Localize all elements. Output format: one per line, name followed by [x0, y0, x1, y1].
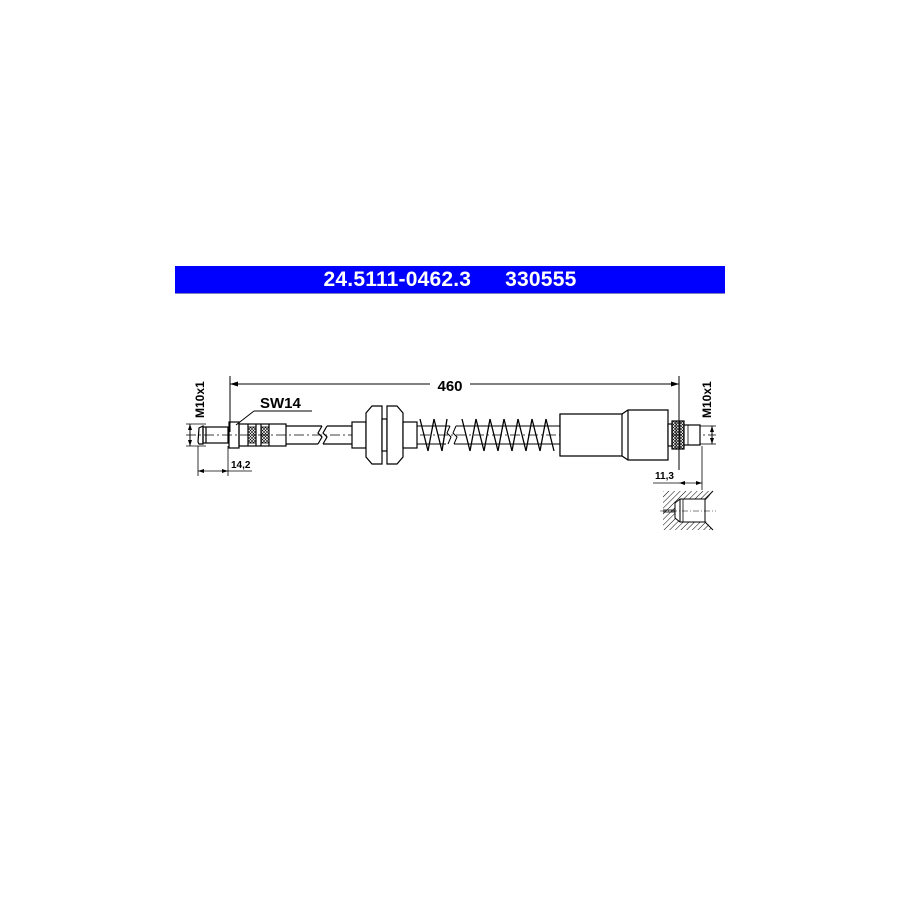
hose-bracket [351, 405, 418, 465]
arrow-left-icon [230, 381, 238, 387]
wrench-size-callout: SW14 [235, 395, 312, 426]
left-male-fitting [197, 421, 287, 449]
protective-spring [417, 414, 561, 456]
right-thread-label: M10x1 [700, 381, 714, 418]
overall-length-dimension: 460 [229, 376, 680, 470]
female-port-section-view [660, 490, 716, 531]
arrow-right-icon [671, 381, 679, 387]
part-header-banner: 24.5111-0462.3 330555 [175, 266, 725, 294]
right-fitting-length-label: 11,3 [655, 471, 674, 482]
left-thread-dimension: M10x1 [186, 381, 207, 447]
right-fitting-length-dimension: 11,3 [653, 446, 703, 490]
part-number: 24.5111-0462.3 [323, 267, 472, 291]
reference-number: 330555 [505, 267, 577, 291]
right-female-fitting [667, 420, 701, 450]
right-crimp-sleeve [559, 409, 669, 461]
right-thread-dimension: M10x1 [700, 381, 716, 445]
left-fitting-length-dimension: 14,2 [197, 446, 252, 476]
left-thread-label: M10x1 [193, 381, 207, 418]
hose-body-left [286, 425, 352, 445]
overall-length-label: 460 [437, 378, 462, 395]
wrench-size-label: SW14 [260, 395, 302, 412]
left-fitting-length-label: 14,2 [231, 460, 251, 471]
